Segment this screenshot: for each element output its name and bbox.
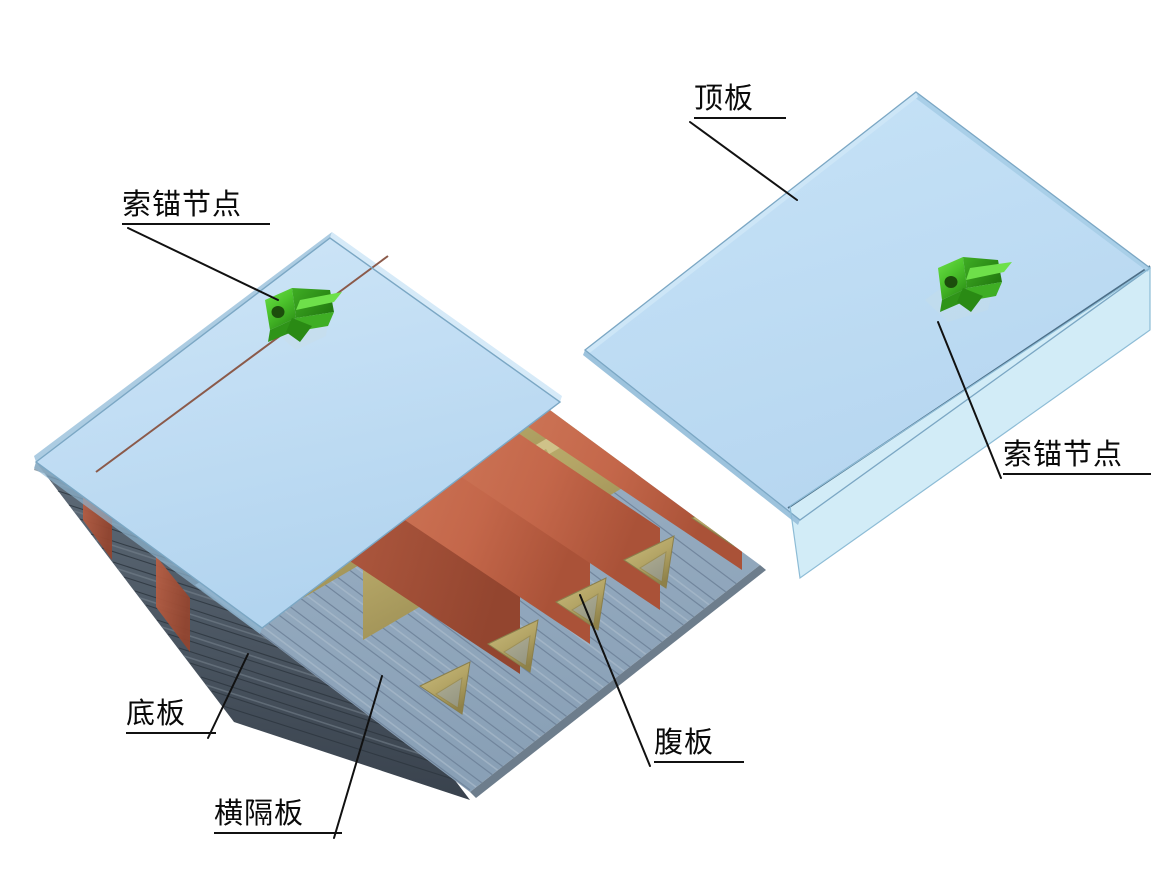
label-underline [126,732,216,734]
label-bottom-plate-text: 底板 [126,696,187,730]
deck-panel-assembly [583,91,1152,580]
leader-top-plate [689,121,798,201]
label-underline [694,117,786,119]
label-top-plate-text: 顶板 [694,81,755,115]
leader-lines [127,121,1002,839]
label-transverse-diaphragm: 横隔板 [214,799,342,834]
label-underline [122,223,270,225]
cable-anchor-node-right [925,257,1012,322]
label-web-plate-text: 腹板 [654,725,715,759]
leader-bottom-plate [207,653,249,739]
label-cable-anchor-left: 索锚节点 [122,190,270,225]
leader-web-plate [579,594,651,767]
label-underline [214,832,342,834]
top-plate [34,232,562,634]
label-transverse-diaphragm-text: 横隔板 [214,796,305,830]
label-underline [1003,473,1151,475]
leader-cable-anchor-right [937,321,1002,479]
label-underline [654,761,744,763]
label-web-plate: 腹板 [654,728,744,763]
leader-transverse-diaphragm [333,675,383,839]
label-bottom-plate: 底板 [126,699,216,734]
label-top-plate: 顶板 [694,84,786,119]
label-cable-anchor-right: 索锚节点 [1003,440,1151,475]
leader-cable-anchor-left [127,227,279,301]
label-cable-anchor-left-text: 索锚节点 [122,187,243,221]
label-cable-anchor-right-text: 索锚节点 [1003,437,1124,471]
